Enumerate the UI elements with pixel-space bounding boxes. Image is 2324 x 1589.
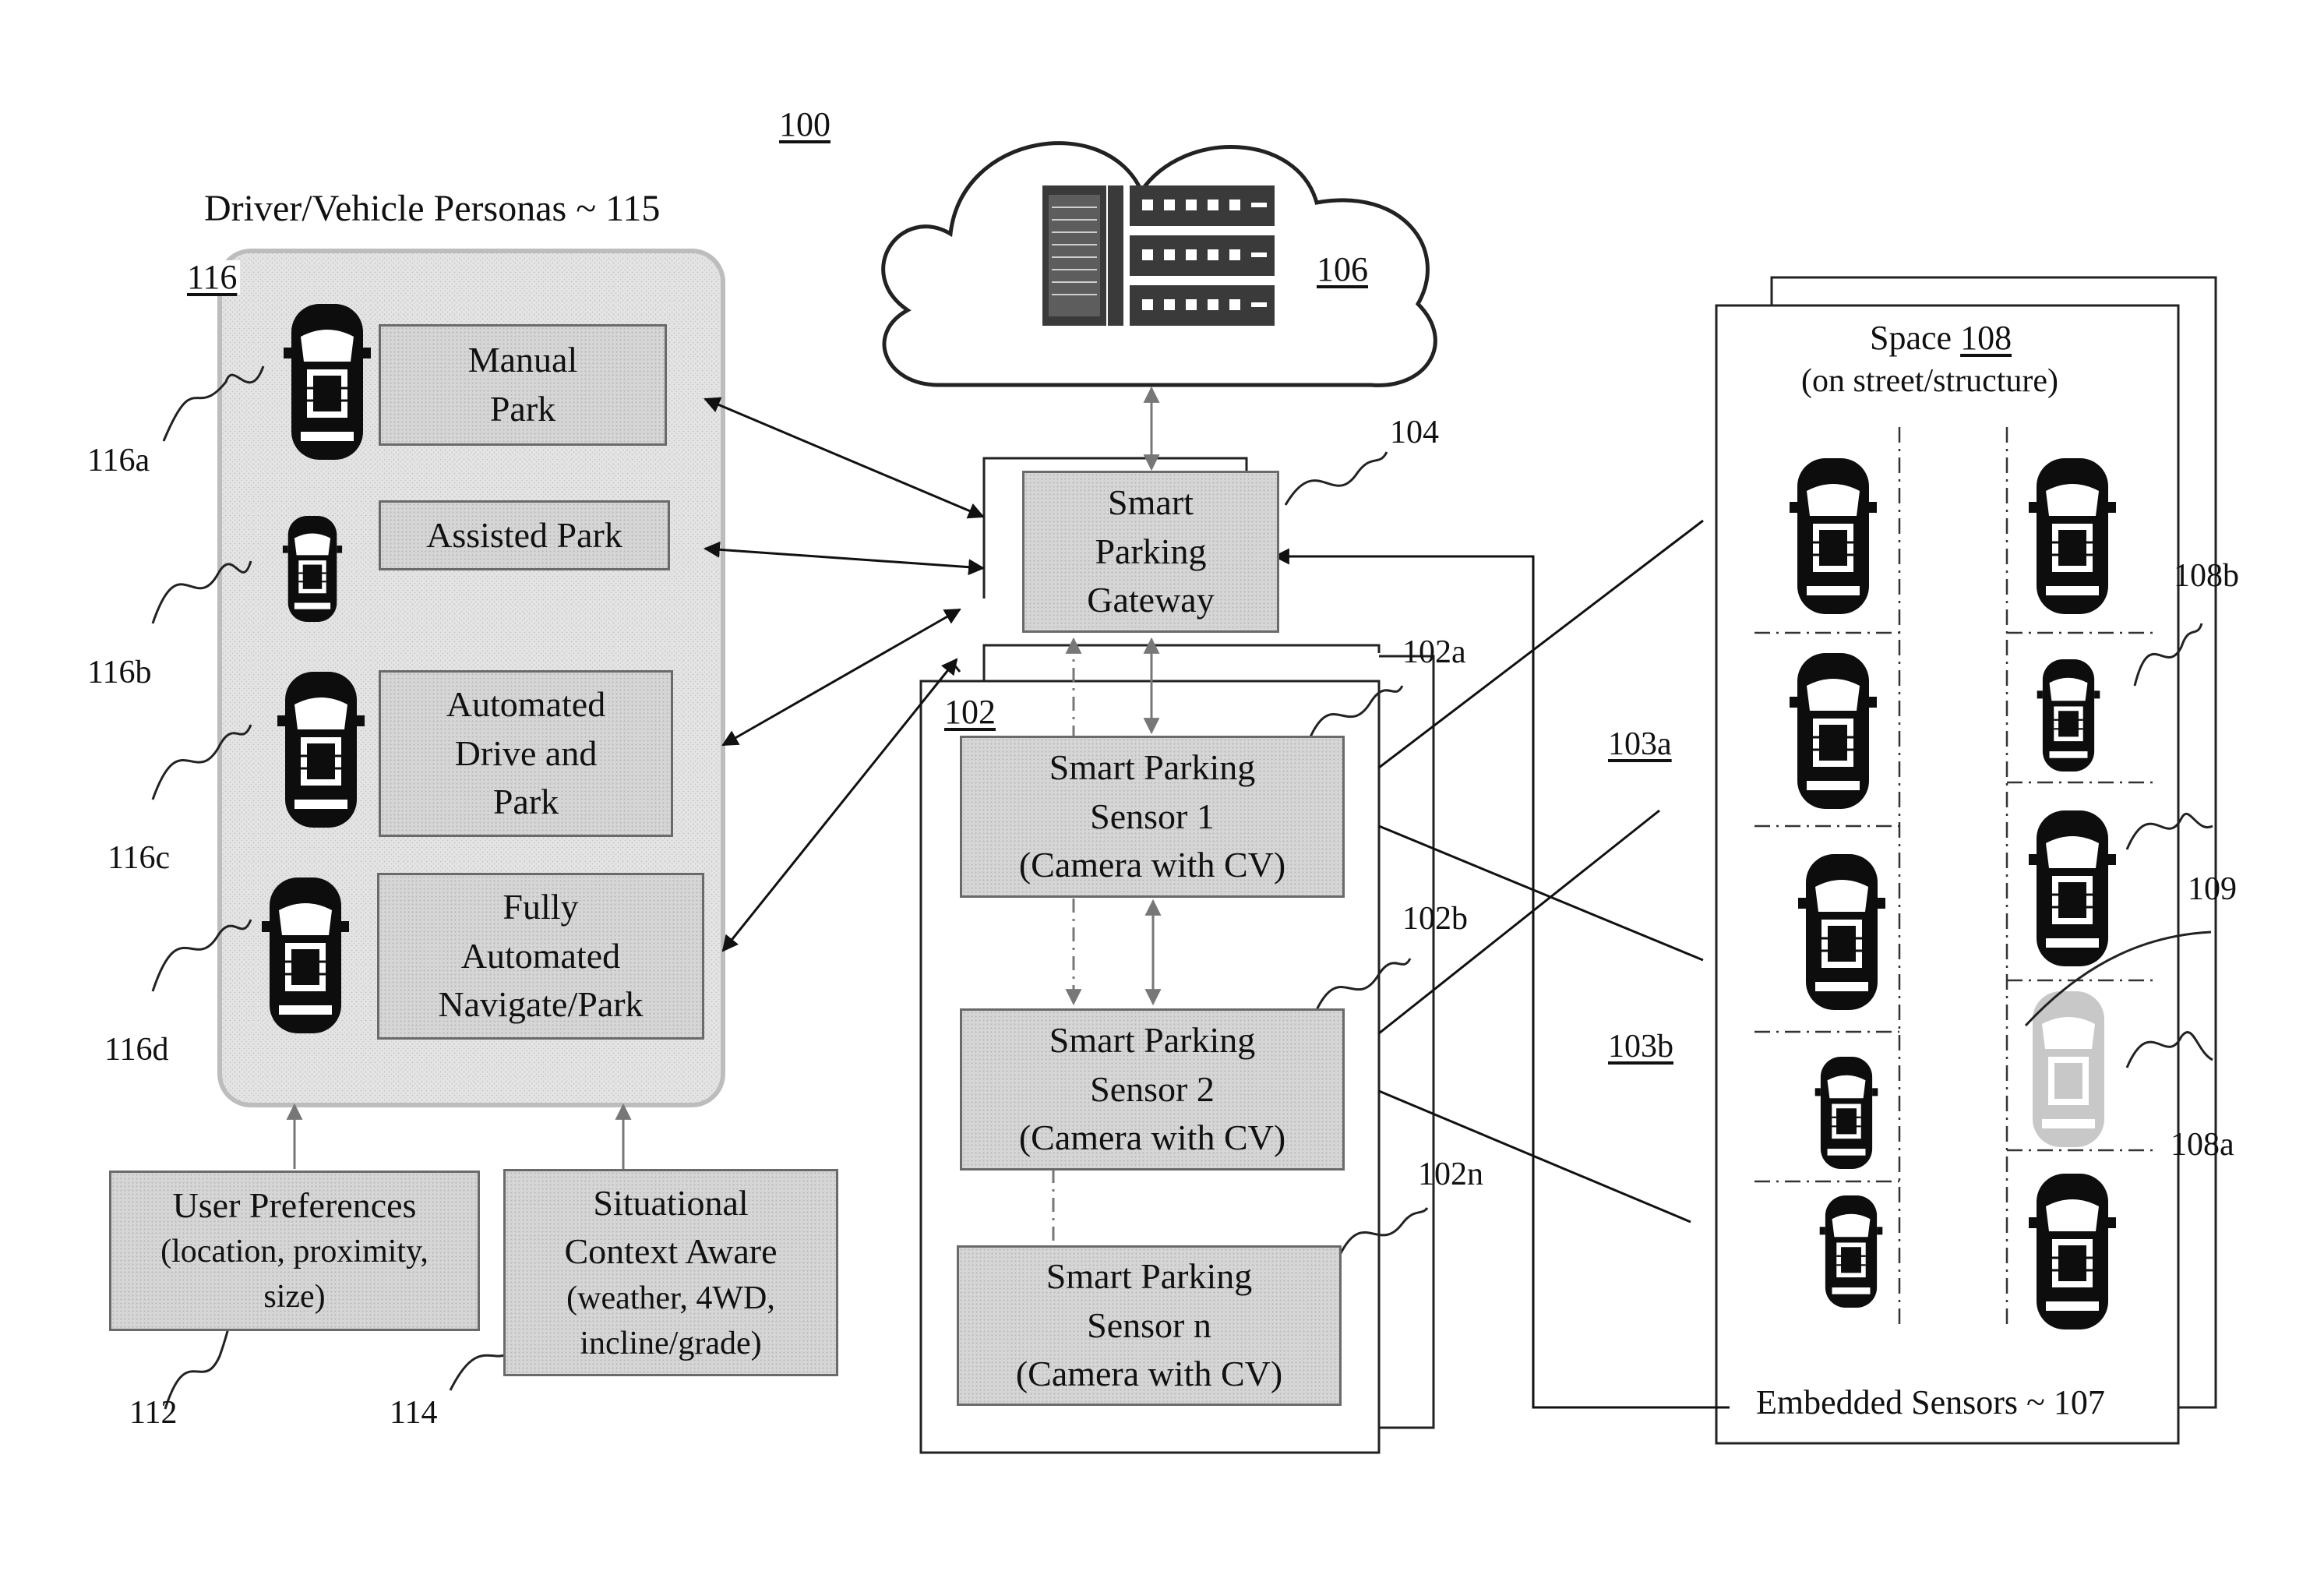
persona-manual-park: ManualPark [379,324,667,446]
embedded-sensors-label: Embedded Sensors ~ 107 [1756,1386,2105,1420]
smart-parking-sensor-n: Smart ParkingSensor n(Camera with CV) [957,1245,1342,1406]
ref-116b: 116b [87,656,151,689]
ref-108a: 108a [2171,1128,2234,1161]
space-title: Space 108 [1870,321,2012,355]
ref-102b: 102b [1402,902,1468,935]
ref-114: 114 [390,1397,437,1429]
space-frame [1716,305,2178,1443]
situational-context-box: SituationalContext Aware(weather, 4WD,in… [503,1169,838,1376]
figure-ref-100: 100 [779,108,831,142]
user-preferences-box: User Preferences(location, proximity,siz… [109,1171,480,1331]
persona-fully-automated: FullyAutomatedNavigate/Park [377,873,704,1040]
ref-108b: 108b [2174,560,2239,592]
ref-102n: 102n [1418,1158,1483,1191]
space-title-prefix: Space [1870,319,1952,357]
ref-102a: 102a [1402,636,1466,669]
ref-103a: 103a [1608,728,1672,761]
personas-ref-116: 116 [184,260,240,295]
ref-112: 112 [129,1397,177,1429]
ref-116d: 116d [104,1033,168,1066]
persona-automated-drive-park: AutomatedDrive andPark [379,670,673,837]
smart-parking-sensor-2: Smart ParkingSensor 2(Camera with CV) [960,1008,1345,1171]
persona-assisted-park: Assisted Park [379,500,670,570]
ref-104: 104 [1390,416,1439,449]
server-rack-icon [1042,185,1275,326]
ref-116c: 116c [108,842,170,874]
ref-102: 102 [944,695,996,729]
space-subtitle: (on street/structure) [1801,365,2058,397]
smart-parking-sensor-1: Smart ParkingSensor 1(Camera with CV) [960,736,1345,898]
personas-title: Driver/Vehicle Personas ~ 115 [204,190,660,228]
smart-parking-gateway: SmartParkingGateway [1022,471,1279,633]
ref-103b: 103b [1608,1030,1673,1063]
cloud-ref-106: 106 [1317,252,1368,287]
space-ref-108: 108 [1960,319,2012,357]
ref-116a: 116a [87,444,150,477]
ref-109: 109 [2188,873,2237,906]
